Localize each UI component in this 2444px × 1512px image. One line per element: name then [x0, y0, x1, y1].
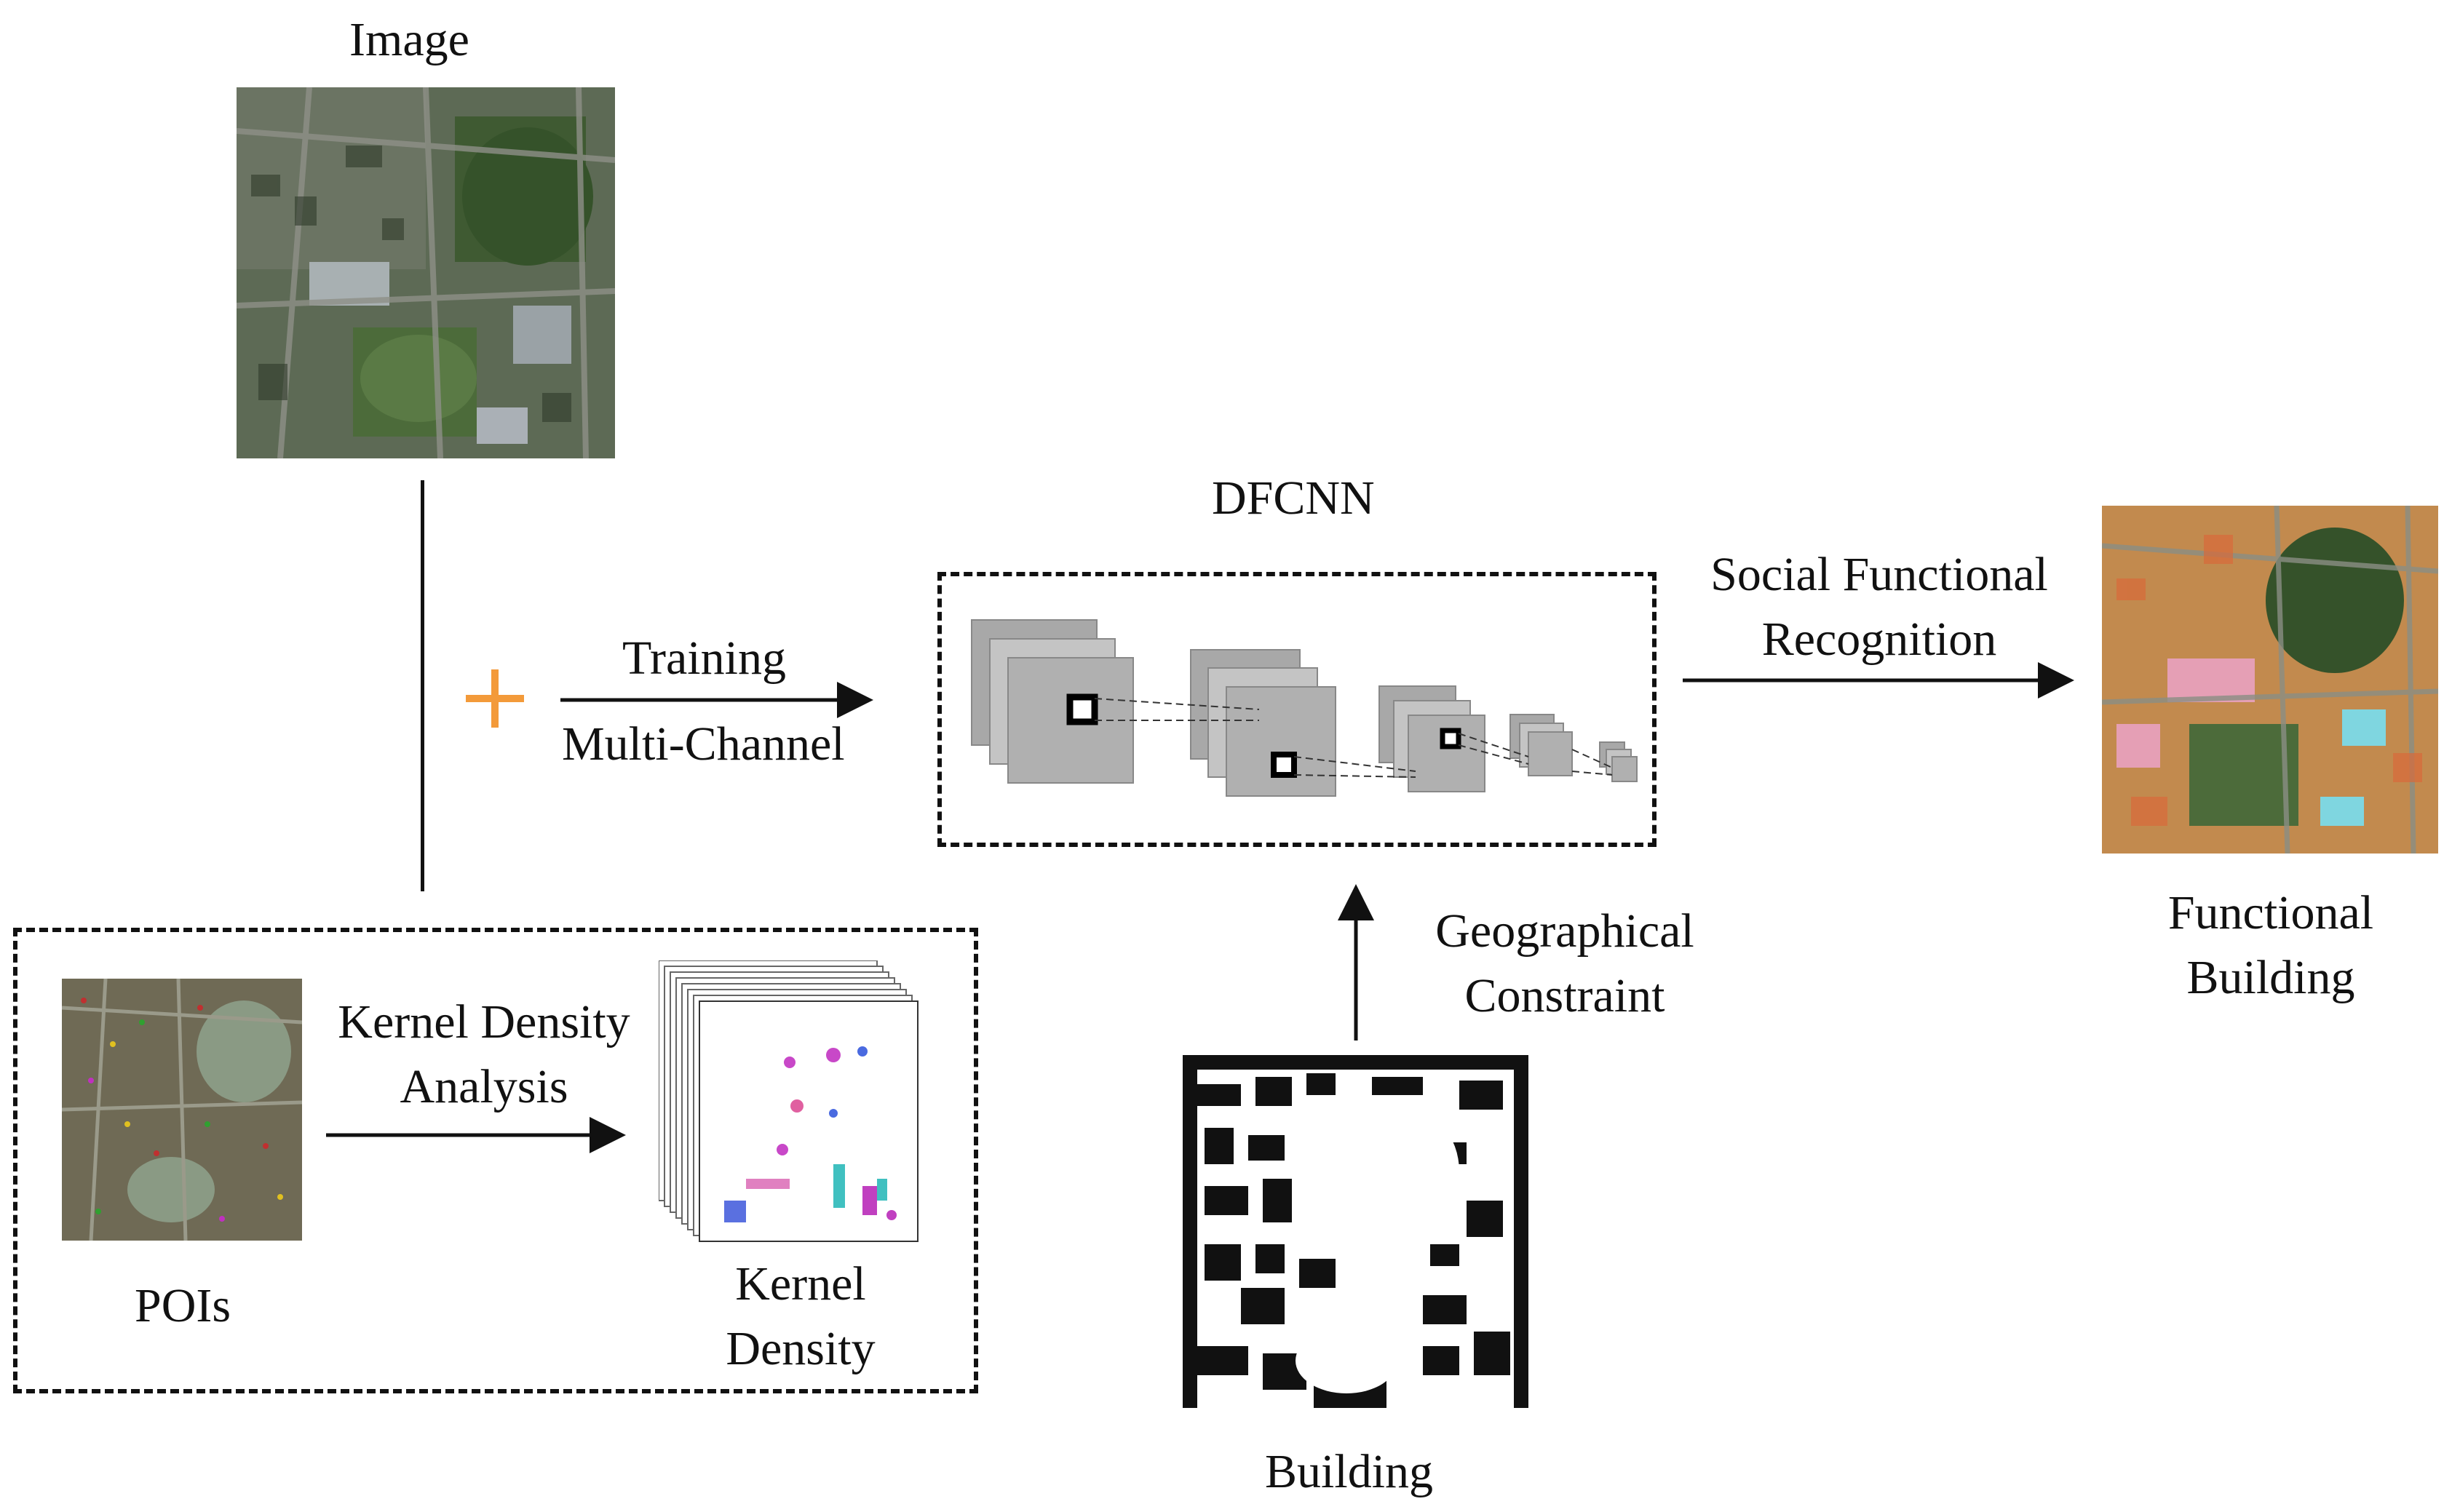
pois-label: POIs: [135, 1279, 231, 1332]
training-label: Training: [622, 632, 786, 685]
pois-image: [62, 979, 302, 1241]
kernel-density-stack: [658, 960, 935, 1259]
building-label: Building: [1265, 1445, 1434, 1498]
dfcnn-label: DFCNN: [1212, 471, 1375, 525]
functional-building-image: [2102, 506, 2438, 854]
cnn-layer-1: [971, 619, 1134, 784]
kernel-density-analysis-label: Kernel Density Analysis: [338, 995, 630, 1114]
cnn-kernel-2: [1271, 752, 1297, 778]
image-label: Image: [349, 13, 469, 66]
cnn-layer-5: [1599, 741, 1638, 782]
plus-icon: [466, 669, 524, 728]
cnn-connections: [1094, 698, 1613, 778]
functional-building-label: Functional Building: [2167, 886, 2374, 1005]
cnn-kernel-3: [1440, 728, 1461, 749]
building-footprint-image: [1183, 1055, 1528, 1408]
cnn-kernel-1: [1066, 693, 1098, 725]
image-connector-line: [421, 480, 424, 891]
kernel-density-label: Kernel Density: [726, 1257, 876, 1376]
poi-kernel-box: [13, 928, 978, 1393]
cnn-layer-2: [1190, 649, 1336, 797]
multi-channel-label: Multi-Channel: [562, 717, 845, 771]
dfcnn-box: [937, 572, 1657, 847]
cnn-layer-4: [1509, 714, 1573, 776]
cnn-layer-3: [1378, 685, 1485, 792]
satellite-image: [237, 87, 615, 458]
social-functional-label: Social Functional Recognition: [1710, 548, 2048, 667]
geographical-constraint-label: Geographical Constraint: [1435, 904, 1694, 1023]
